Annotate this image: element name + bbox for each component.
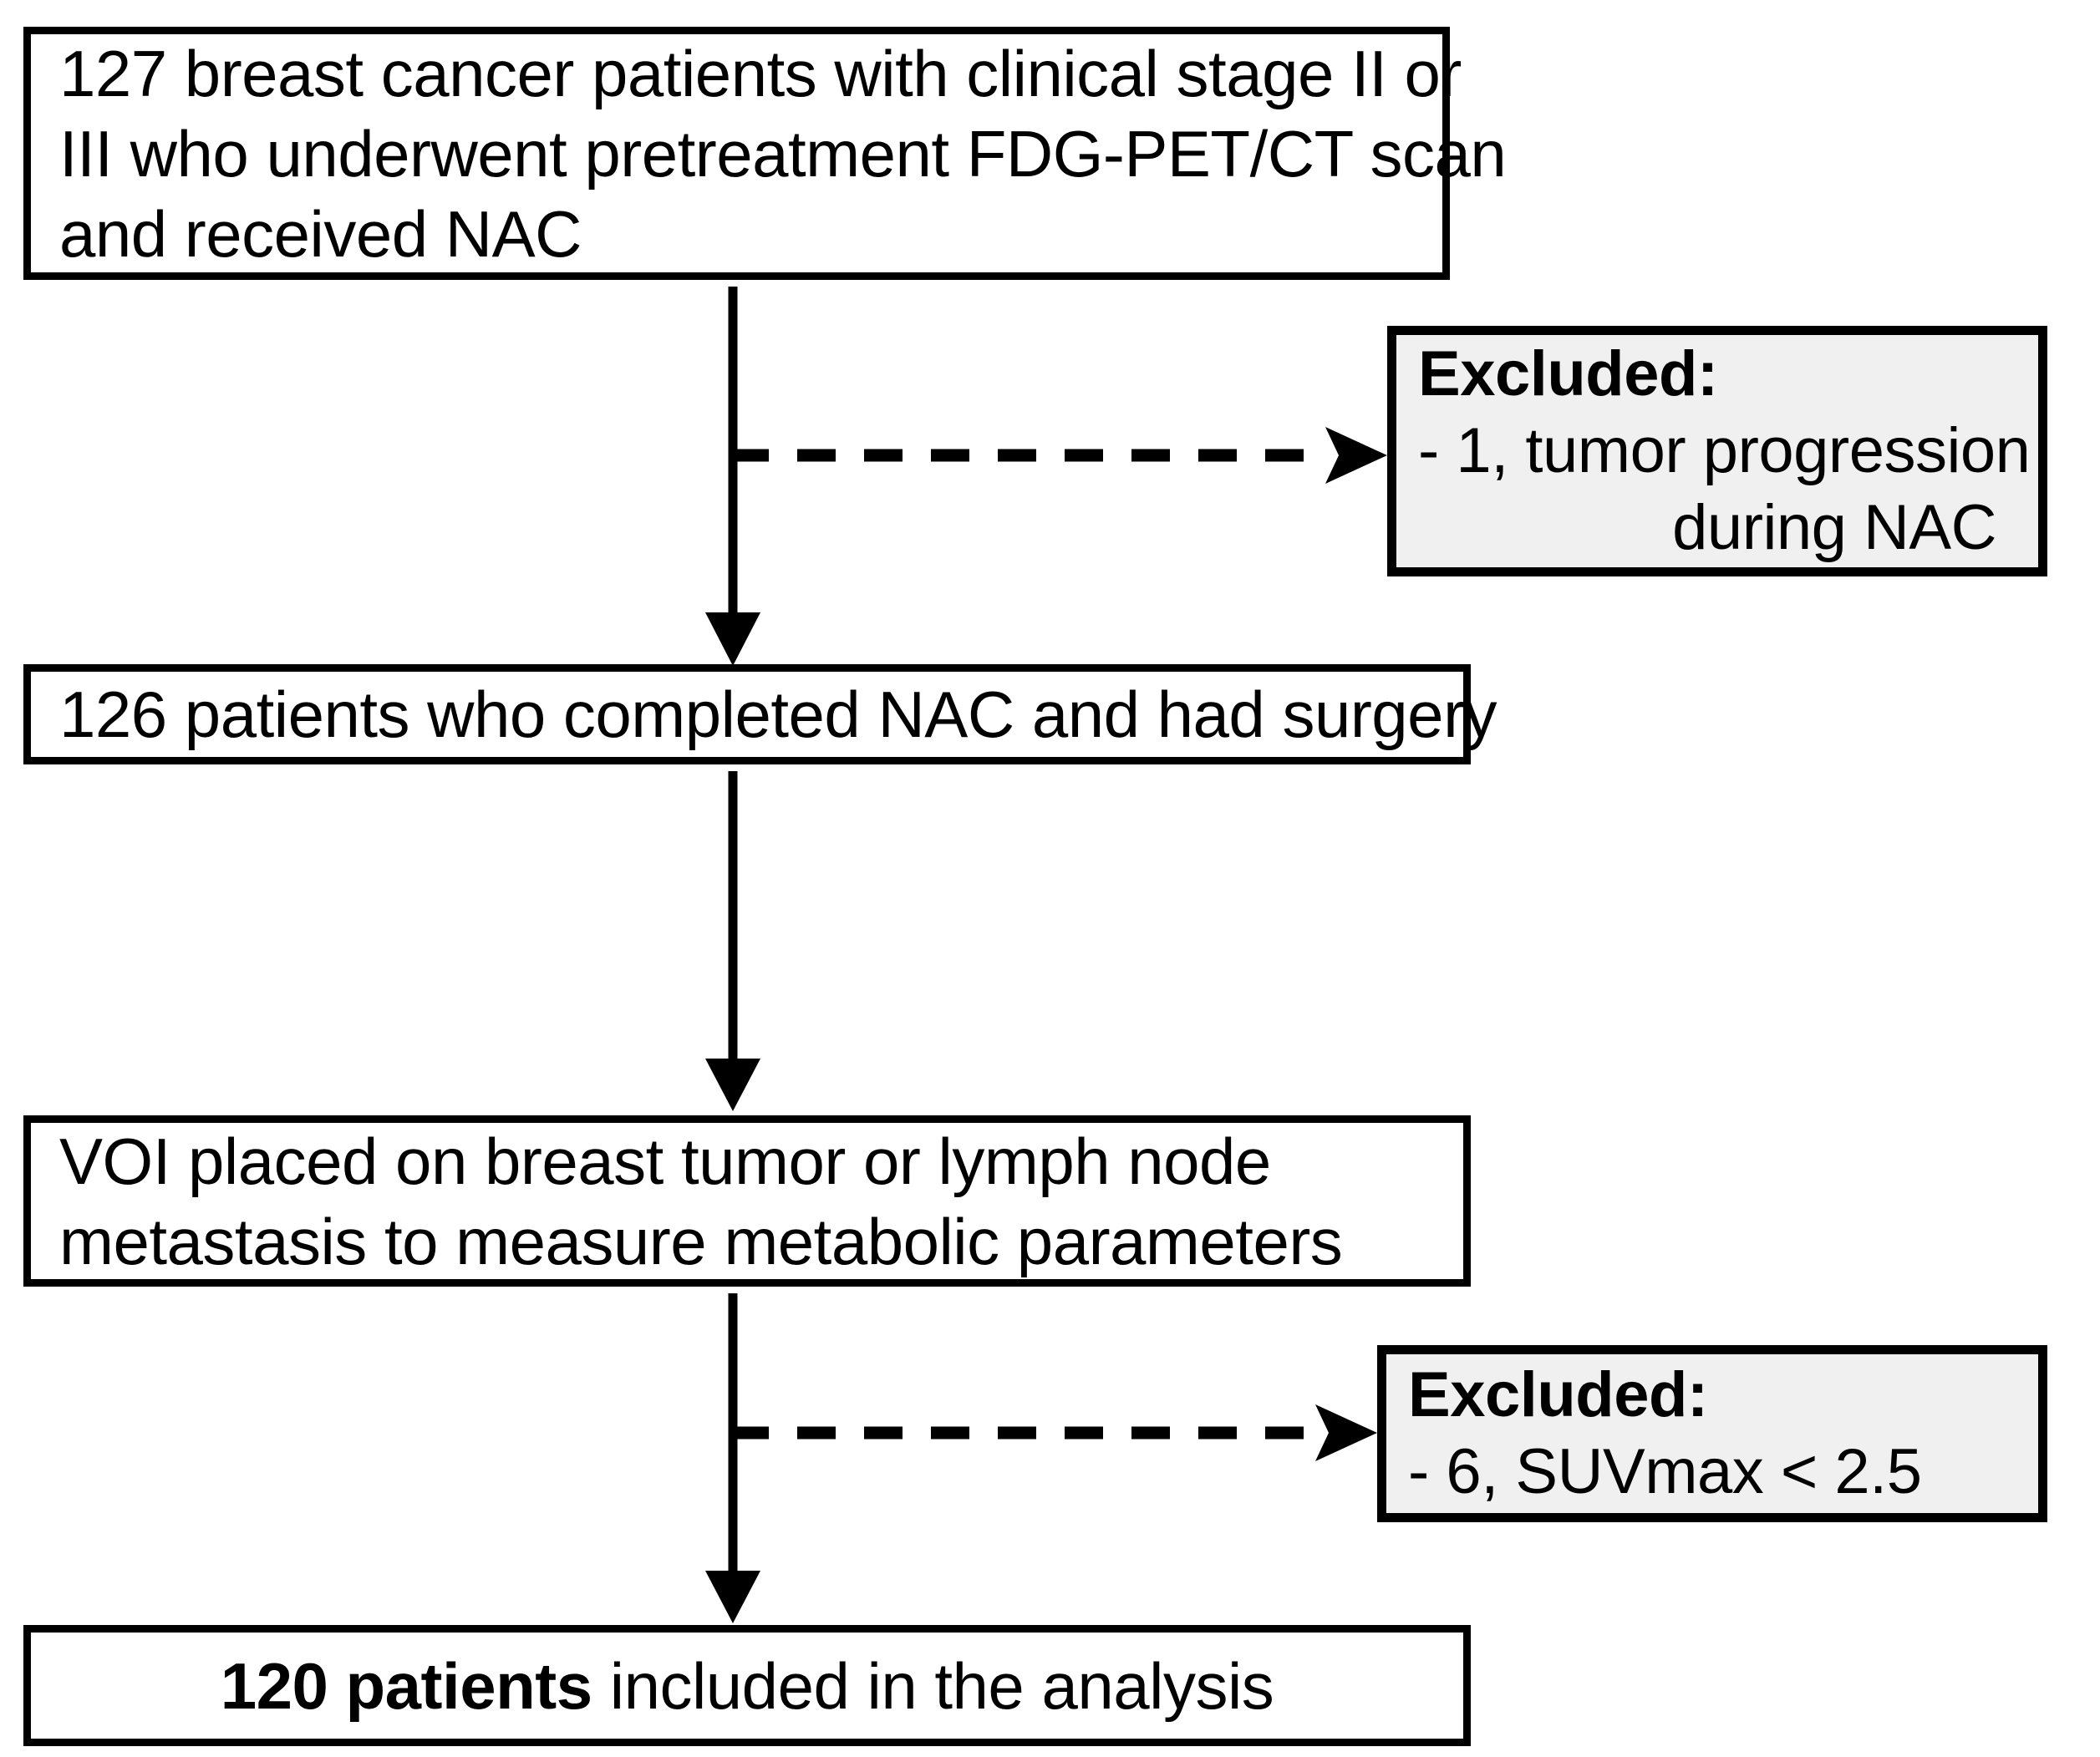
node-included-line-1: 120 patients included in the analysis	[31, 1646, 1463, 1726]
node-enrolled-line-3: and received NAC	[59, 196, 582, 271]
node-enrolled-line-2: III who underwent pretreatment FDG-PET/C…	[59, 116, 1507, 190]
node-included-rest: included in the analysis	[592, 1648, 1274, 1723]
node-completed-nac-surgery: 126 patients who completed NAC and had s…	[23, 664, 1497, 764]
node-included-in-analysis: 120 patients included in the analysis	[23, 1625, 1471, 1746]
excluded-1-line-1: - 1, tumor progression	[1418, 415, 2031, 486]
node-completed-line-1: 126 patients who completed NAC and had s…	[59, 678, 1497, 751]
node-voi-line-2: metastasis to measure metabolic paramete…	[59, 1204, 1343, 1278]
excluded-2-line-1: - 6, SUVmax < 2.5	[1408, 1436, 1922, 1507]
node-voi-line-1: VOI placed on breast tumor or lymph node	[59, 1124, 1271, 1198]
connector-voi-to-excluded-2	[727, 1399, 1396, 1466]
node-included-count: 120 patients	[220, 1648, 592, 1723]
node-enrolled-line-1: 127 breast cancer patients with clinical…	[59, 36, 1462, 110]
excluded-1-heading: Excluded:	[1418, 338, 1718, 409]
node-excluded-tumor-progression: Excluded: - 1, tumor progression during …	[1387, 326, 2047, 576]
node-voi-placement: VOI placed on breast tumor or lymph node…	[23, 1115, 1471, 1287]
node-enrolled-patients: 127 breast cancer patients with clinical…	[23, 27, 1507, 280]
node-excluded-low-suvmax: Excluded: - 6, SUVmax < 2.5	[1377, 1345, 2047, 1522]
connector-enrolled-to-excluded-1	[727, 422, 1404, 489]
excluded-1-line-2: during NAC	[1672, 492, 1996, 563]
connector-completed-to-voi	[685, 764, 786, 1120]
excluded-2-heading: Excluded:	[1408, 1359, 1708, 1430]
